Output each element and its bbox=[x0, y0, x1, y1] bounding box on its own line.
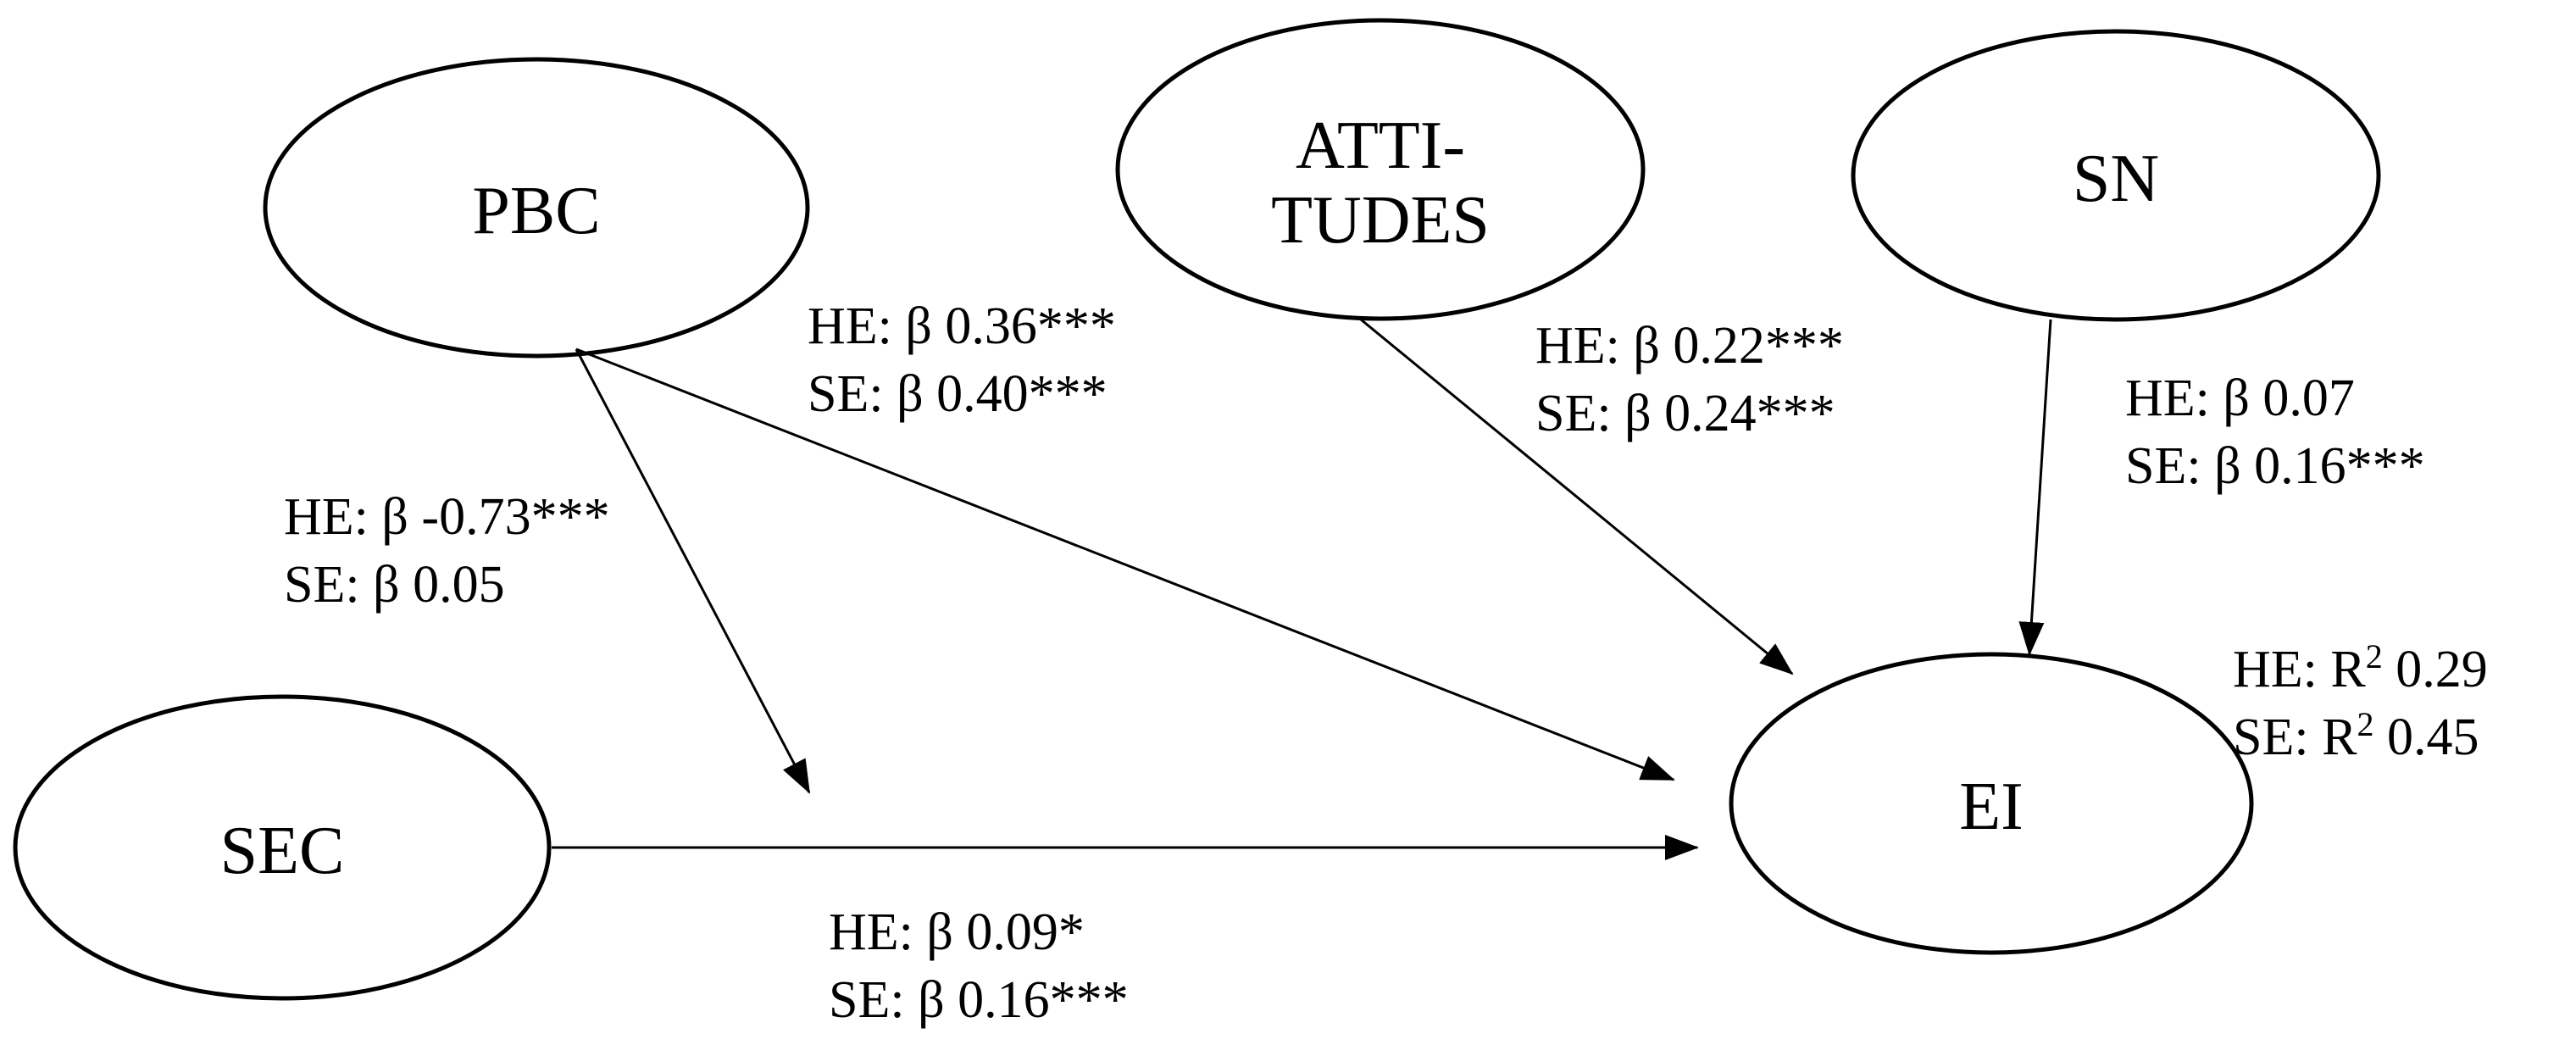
arrow-attitudes-to-ei bbox=[1360, 318, 1794, 675]
label-attitudes-ei-se: SE: β 0.24*** bbox=[1535, 385, 1835, 442]
node-attitudes: ATTI- TUDES bbox=[1115, 18, 1646, 321]
label-pbc-ei: HE: β 0.36*** SE: β 0.40*** bbox=[808, 297, 1116, 423]
node-sn: SN bbox=[1851, 29, 2381, 322]
node-ei-label: EI bbox=[1959, 770, 2024, 844]
node-sn-label: SN bbox=[2073, 142, 2159, 216]
label-attitudes-ei-he: HE: β 0.22*** bbox=[1535, 317, 1844, 375]
label-r-squared: HE: R2 0.29 SE: R2 0.45 bbox=[2233, 637, 2488, 766]
label-moderation-se: SE: β 0.05 bbox=[284, 556, 505, 614]
node-attitudes-label-line2: TUDES bbox=[1271, 183, 1490, 258]
r-squared-se: SE: R2 0.45 bbox=[2233, 705, 2479, 766]
node-ei: EI bbox=[1729, 652, 2254, 955]
label-pbc-ei-he: HE: β 0.36*** bbox=[808, 297, 1116, 355]
node-sec-label: SEC bbox=[220, 814, 345, 888]
arrow-sn-to-ei bbox=[2018, 319, 2052, 656]
node-pbc: PBC bbox=[263, 57, 810, 358]
label-sn-ei-se: SE: β 0.16*** bbox=[2125, 437, 2425, 495]
label-attitudes-ei: HE: β 0.22*** SE: β 0.24*** bbox=[1535, 317, 1844, 442]
label-moderation-he: HE: β -0.73*** bbox=[284, 488, 610, 546]
label-pbc-ei-se: SE: β 0.40*** bbox=[808, 365, 1108, 423]
label-sec-ei-he: HE: β 0.09* bbox=[829, 903, 1085, 961]
label-sec-ei: HE: β 0.09* SE: β 0.16*** bbox=[829, 903, 1129, 1029]
arrow-pbc-to-sec-path bbox=[575, 348, 811, 794]
label-pbc-sec-moderation: HE: β -0.73*** SE: β 0.05 bbox=[284, 488, 610, 614]
r-squared-he: HE: R2 0.29 bbox=[2233, 637, 2488, 698]
arrow-pbc-to-ei bbox=[575, 347, 1675, 781]
node-pbc-label: PBC bbox=[472, 174, 600, 248]
label-sec-ei-se: SE: β 0.16*** bbox=[829, 971, 1129, 1029]
node-attitudes-label-line1: ATTI- bbox=[1296, 108, 1465, 183]
node-sec: SEC bbox=[13, 694, 552, 1001]
label-sn-ei: HE: β 0.07 SE: β 0.16*** bbox=[2125, 370, 2425, 495]
label-sn-ei-he: HE: β 0.07 bbox=[2125, 370, 2355, 427]
